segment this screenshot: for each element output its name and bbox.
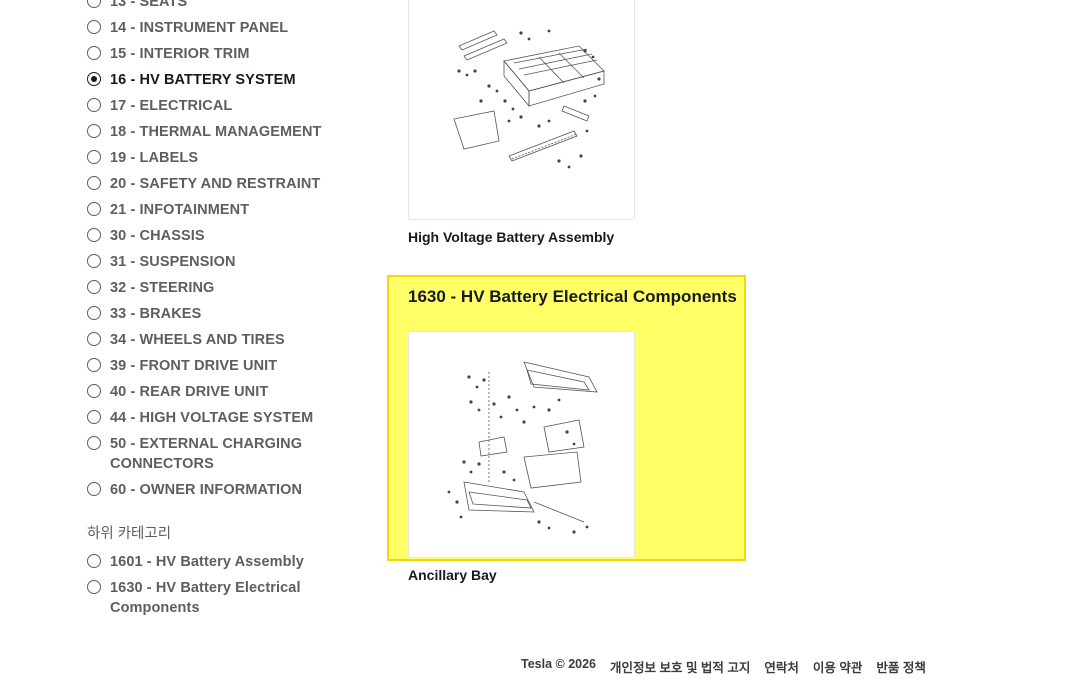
radio-button[interactable]: [87, 306, 101, 320]
category-option-label: 50 - EXTERNAL CHARGING CONNECTORS: [110, 436, 303, 472]
category-option-11[interactable]: 32 - STEERING: [87, 278, 347, 298]
footer-link-3[interactable]: 반품 정책: [876, 661, 926, 675]
radio-button[interactable]: [87, 410, 101, 424]
subcategory-option-0[interactable]: 1601 - HV Battery Assembly: [87, 552, 347, 572]
category-option-label: 60 - OWNER INFORMATION: [110, 482, 303, 498]
radio-button[interactable]: [87, 580, 101, 594]
subcategory-heading: 하위 카테고리: [87, 526, 172, 542]
footer-link-1[interactable]: 연락처: [764, 661, 799, 675]
category-option-label: 21 - INFOTAINMENT: [110, 202, 250, 218]
category-option-2[interactable]: 15 - INTERIOR TRIM: [87, 44, 347, 64]
radio-button[interactable]: [87, 280, 101, 294]
radio-button[interactable]: [87, 358, 101, 372]
category-option-label: 16 - HV BATTERY SYSTEM: [110, 72, 296, 88]
category-option-4[interactable]: 17 - ELECTRICAL: [87, 96, 347, 116]
category-option-label: 18 - THERMAL MANAGEMENT: [110, 124, 322, 140]
subcategory-option-label: 1630 - HV Battery Electrical Components: [110, 580, 301, 616]
radio-button[interactable]: [87, 384, 101, 398]
ancillary-bay-diagram: [447, 361, 598, 534]
category-option-label: 33 - BRAKES: [110, 306, 202, 322]
category-option-label: 13 - SEATS: [110, 0, 188, 10]
hv-battery-assembly-thumbnail[interactable]: [408, 0, 635, 220]
category-option-label: 14 - INSTRUMENT PANEL: [110, 20, 289, 36]
radio-button[interactable]: [87, 46, 101, 60]
category-option-14[interactable]: 39 - FRONT DRIVE UNIT: [87, 356, 347, 376]
category-option-10[interactable]: 31 - SUSPENSION: [87, 252, 347, 272]
radio-button[interactable]: [87, 202, 101, 216]
category-option-17[interactable]: 50 - EXTERNAL CHARGING CONNECTORS: [87, 434, 347, 474]
section-title-1630: 1630 - HV Battery Electrical Components: [408, 287, 737, 306]
radio-button[interactable]: [87, 98, 101, 112]
footer-link-2[interactable]: 이용 약관: [812, 661, 863, 675]
ancillary-bay-thumbnail[interactable]: [408, 331, 635, 558]
category-option-label: 34 - WHEELS AND TIRES: [110, 332, 285, 348]
battery-assembly-diagram: [453, 29, 605, 169]
category-option-3[interactable]: 16 - HV BATTERY SYSTEM: [87, 70, 347, 90]
category-option-label: 17 - ELECTRICAL: [110, 98, 233, 114]
category-option-15[interactable]: 40 - REAR DRIVE UNIT: [87, 382, 347, 402]
category-option-9[interactable]: 30 - CHASSIS: [87, 226, 347, 246]
category-option-18[interactable]: 60 - OWNER INFORMATION: [87, 480, 347, 500]
category-option-6[interactable]: 19 - LABELS: [87, 148, 347, 168]
radio-button[interactable]: [87, 0, 101, 8]
category-option-16[interactable]: 44 - HIGH VOLTAGE SYSTEM: [87, 408, 347, 428]
radio-button[interactable]: [87, 124, 101, 138]
radio-button[interactable]: [87, 150, 101, 164]
subcategory-list: 1601 - HV Battery Assembly 1630 - HV Batt…: [87, 552, 347, 618]
category-option-13[interactable]: 34 - WHEELS AND TIRES: [87, 330, 347, 350]
radio-button[interactable]: [87, 20, 101, 34]
category-option-7[interactable]: 20 - SAFETY AND RESTRAINT: [87, 174, 347, 194]
category-list: 13 - SEATS 14 - INSTRUMENT PANEL 15 - INTE…: [87, 0, 347, 500]
category-option-label: 20 - SAFETY AND RESTRAINT: [110, 176, 321, 192]
radio-button[interactable]: [87, 332, 101, 346]
category-option-label: 30 - CHASSIS: [110, 228, 205, 244]
footer-link-0[interactable]: 개인정보 보호 및 법적 고지: [610, 661, 751, 675]
card-caption-hv-battery-assembly[interactable]: High Voltage Battery Assembly: [408, 229, 615, 245]
category-option-1[interactable]: 14 - INSTRUMENT PANEL: [87, 18, 347, 38]
radio-button[interactable]: [87, 254, 101, 268]
category-option-label: 32 - STEERING: [110, 280, 215, 296]
footer: Tesla © 2026 개인정보 보호 및 법적 고지 연락처 이용 약관 반품 정…: [521, 657, 926, 676]
category-option-label: 39 - FRONT DRIVE UNIT: [110, 358, 278, 374]
subcategory-option-1[interactable]: 1630 - HV Battery Electrical Components: [87, 578, 347, 618]
category-option-8[interactable]: 21 - INFOTAINMENT: [87, 200, 347, 220]
category-option-5[interactable]: 18 - THERMAL MANAGEMENT: [87, 122, 347, 142]
category-sidebar: 13 - SEATS 14 - INSTRUMENT PANEL 15 - INTE…: [87, 0, 347, 624]
radio-button[interactable]: [87, 228, 101, 242]
category-option-label: 15 - INTERIOR TRIM: [110, 46, 250, 62]
subcategory-option-label: 1601 - HV Battery Assembly: [110, 554, 304, 570]
category-option-label: 31 - SUSPENSION: [110, 254, 236, 270]
category-option-label: 44 - HIGH VOLTAGE SYSTEM: [110, 410, 314, 426]
radio-button[interactable]: [87, 176, 101, 190]
category-option-label: 19 - LABELS: [110, 150, 199, 166]
category-option-12[interactable]: 33 - BRAKES: [87, 304, 347, 324]
radio-button[interactable]: [87, 482, 101, 496]
radio-button[interactable]: [87, 554, 101, 568]
category-option-0[interactable]: 13 - SEATS: [87, 0, 347, 12]
radio-button[interactable]: [87, 436, 101, 450]
footer-copyright: Tesla © 2026: [521, 657, 596, 671]
category-option-label: 40 - REAR DRIVE UNIT: [110, 384, 269, 400]
card-caption-ancillary-bay[interactable]: Ancillary Bay: [408, 567, 497, 583]
radio-button[interactable]: [87, 72, 101, 86]
